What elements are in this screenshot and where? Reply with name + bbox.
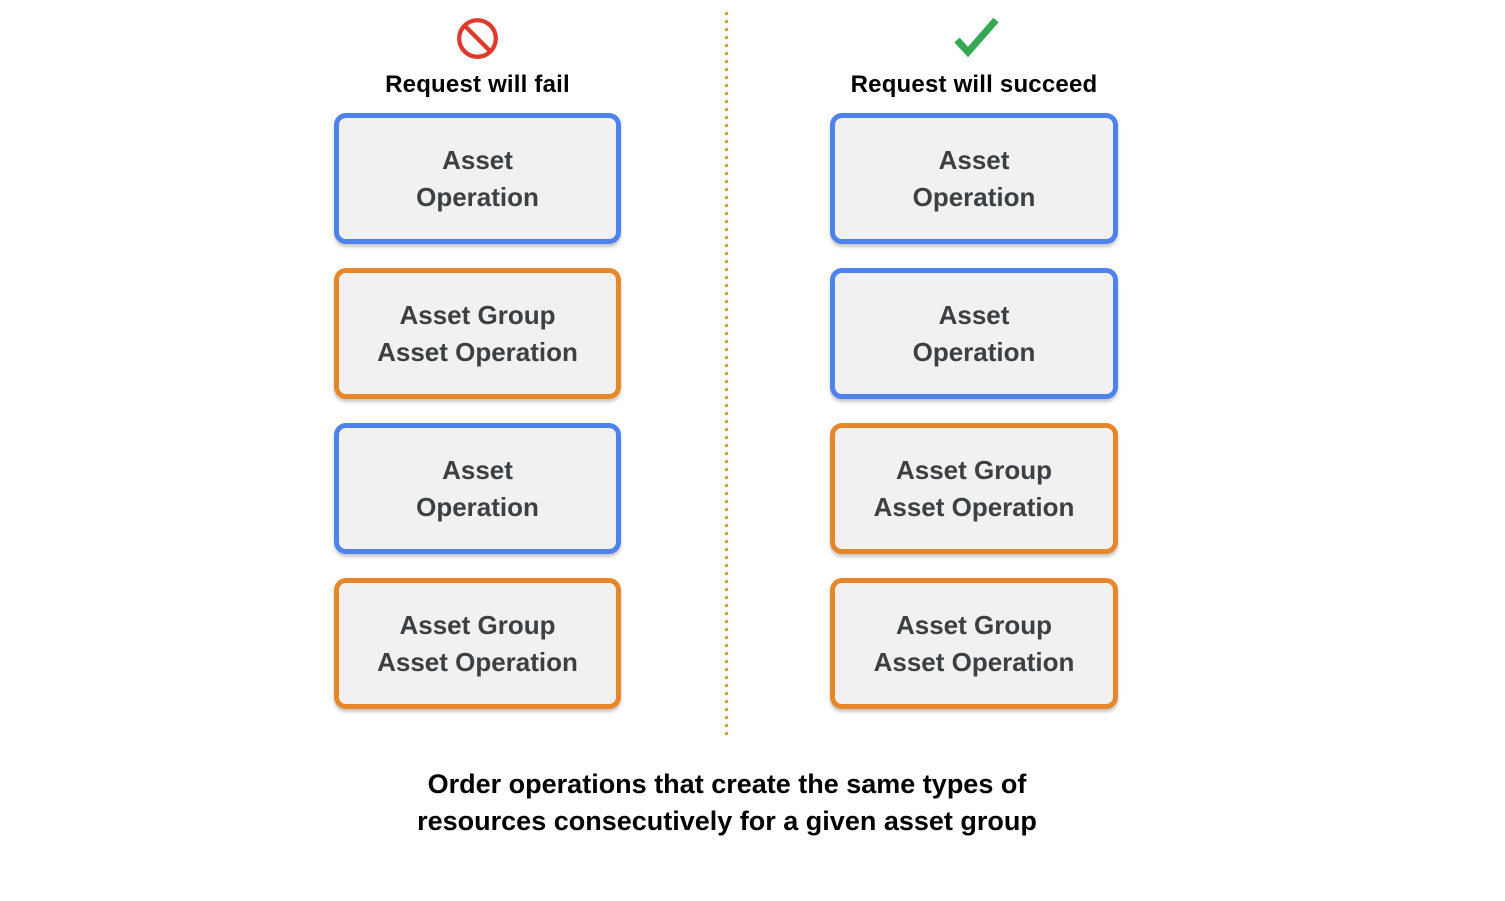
box-label-line: Asset Operation — [873, 491, 1075, 522]
fail-column: Request will fail Asset Operation Asset … — [334, 0, 621, 709]
box-label-line: Asset Operation — [873, 646, 1075, 677]
asset-operation-box: Asset Operation — [334, 113, 621, 244]
asset-operation-box: Asset Operation — [830, 268, 1118, 399]
dotted-divider — [725, 12, 728, 735]
box-label-line: Asset Group — [895, 454, 1053, 485]
box-label-line: Asset — [442, 454, 513, 485]
box-label-line: Asset Operation — [377, 336, 578, 367]
box-label-line: Operation — [912, 336, 1036, 367]
asset-group-asset-operation-box: Asset Group Asset Operation — [334, 578, 621, 709]
succeed-column-header: Request will succeed — [851, 0, 1098, 113]
asset-operation-box: Asset Operation — [334, 423, 621, 554]
box-label-line: Asset Operation — [377, 646, 578, 677]
asset-operation-box: Asset Operation — [830, 113, 1118, 244]
caption: Order operations that create the same ty… — [417, 766, 1037, 840]
checkmark-icon — [945, 13, 1003, 66]
box-label-line: Asset — [442, 144, 513, 175]
succeed-column: Request will succeed Asset Operation Ass… — [830, 0, 1118, 709]
box-label-line: Asset Group — [399, 299, 556, 330]
box-label-line: Operation — [416, 181, 539, 212]
box-label-line: Asset Group — [399, 609, 556, 640]
caption-line: resources consecutively for a given asse… — [417, 806, 1037, 836]
succeed-column-title: Request will succeed — [850, 71, 1098, 98]
asset-group-asset-operation-box: Asset Group Asset Operation — [830, 578, 1118, 709]
asset-group-asset-operation-box: Asset Group Asset Operation — [334, 268, 621, 399]
box-label-line: Asset — [938, 299, 1010, 330]
fail-column-header: Request will fail — [385, 0, 570, 113]
asset-group-asset-operation-box: Asset Group Asset Operation — [830, 423, 1118, 554]
fail-column-title: Request will fail — [385, 71, 570, 98]
box-label-line: Asset Group — [895, 609, 1053, 640]
box-label-line: Operation — [416, 491, 539, 522]
prohibition-icon — [455, 16, 500, 66]
caption-line: Order operations that create the same ty… — [427, 769, 1027, 799]
box-label-line: Asset — [938, 144, 1010, 175]
box-label-line: Operation — [912, 181, 1036, 212]
